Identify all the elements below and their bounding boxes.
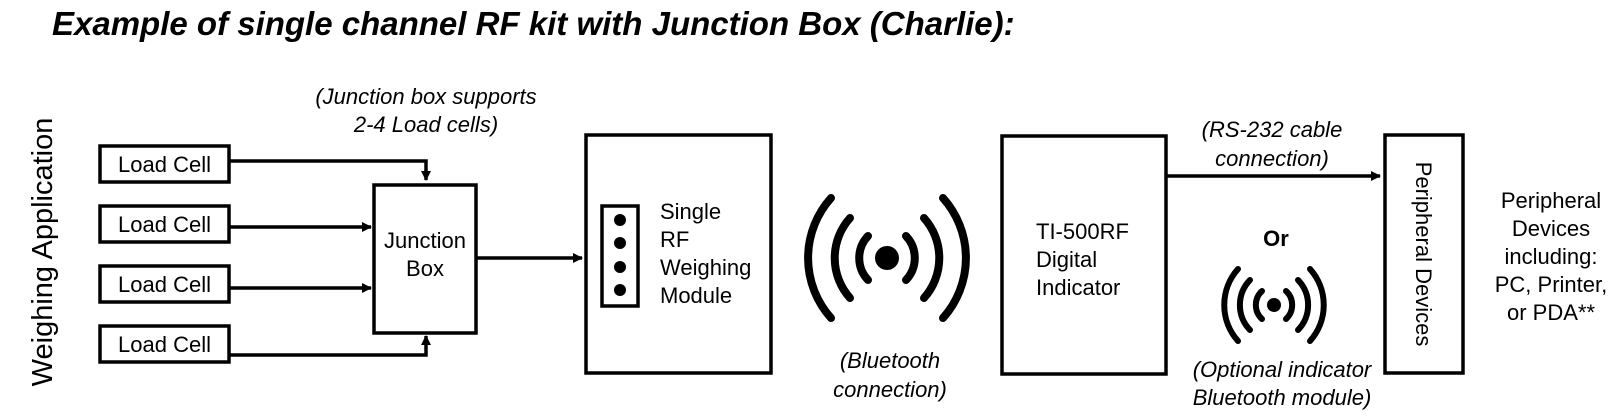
rf-module-line3: Weighing bbox=[660, 255, 751, 280]
junction-box: Junction Box bbox=[372, 183, 478, 335]
rf-module-line2: RF bbox=[660, 227, 689, 252]
wireless-signal-icon bbox=[804, 194, 970, 322]
bluetooth-note-line2: connection) bbox=[833, 377, 947, 402]
rs232-note-line2: connection) bbox=[1215, 146, 1329, 171]
load-cell-4-connector bbox=[229, 335, 431, 357]
optional-note-line2: Bluetooth module) bbox=[1193, 385, 1372, 410]
rs232-note-line1: (RS-232 cable bbox=[1202, 117, 1343, 142]
load-cell-2: Load Cell bbox=[98, 204, 231, 244]
load-cell-label: Load Cell bbox=[118, 212, 211, 237]
junction-note-line1: (Junction box supports bbox=[315, 84, 536, 109]
load-cell-label: Load Cell bbox=[118, 332, 211, 357]
connector-pin bbox=[614, 214, 626, 226]
load-cell-label: Load Cell bbox=[118, 152, 211, 177]
load-cell-1: Load Cell bbox=[98, 144, 231, 184]
or-label: Or bbox=[1263, 226, 1289, 251]
peripheral-devices-box: Peripheral Devices bbox=[1383, 133, 1465, 375]
rf-weighing-module: Single RF Weighing Module bbox=[584, 133, 773, 375]
rf-module-line1: Single bbox=[660, 199, 721, 224]
connector-pin bbox=[614, 284, 626, 296]
connector-pin bbox=[614, 261, 626, 273]
side-label: Weighing Application bbox=[27, 118, 59, 387]
bluetooth-note-line1: (Bluetooth bbox=[840, 348, 940, 373]
peripheral-note-line1: Peripheral bbox=[1501, 188, 1601, 213]
junction-box-line2: Box bbox=[406, 256, 444, 281]
peripheral-note-line3: including: bbox=[1505, 244, 1598, 269]
rf-module-line4: Module bbox=[660, 283, 732, 308]
connector-pin bbox=[614, 237, 626, 249]
load-cell-1-connector bbox=[229, 159, 431, 181]
peripheral-note-line5: or PDA** bbox=[1507, 300, 1595, 325]
indicator-line2: Digital bbox=[1036, 247, 1097, 272]
diagram-title: Example of single channel RF kit with Ju… bbox=[52, 5, 1015, 42]
load-cell-label: Load Cell bbox=[118, 272, 211, 297]
junction-note-line2: 2-4 Load cells) bbox=[353, 112, 498, 137]
indicator-line1: TI-500RF bbox=[1036, 219, 1129, 244]
junction-box-line1: Junction bbox=[384, 228, 466, 253]
peripheral-box-label: Peripheral Devices bbox=[1411, 162, 1436, 347]
indicator-line3: Indicator bbox=[1036, 275, 1120, 300]
peripheral-note-line4: PC, Printer, bbox=[1495, 272, 1607, 297]
peripheral-note-line2: Devices bbox=[1512, 216, 1590, 241]
optional-bluetooth-signal-icon bbox=[1221, 266, 1327, 344]
load-cell-4: Load Cell bbox=[98, 324, 231, 364]
optional-note-line1: (Optional indicator bbox=[1193, 357, 1373, 382]
load-cell-3: Load Cell bbox=[98, 264, 231, 304]
ti500rf-indicator: TI-500RF Digital Indicator bbox=[1000, 134, 1168, 376]
